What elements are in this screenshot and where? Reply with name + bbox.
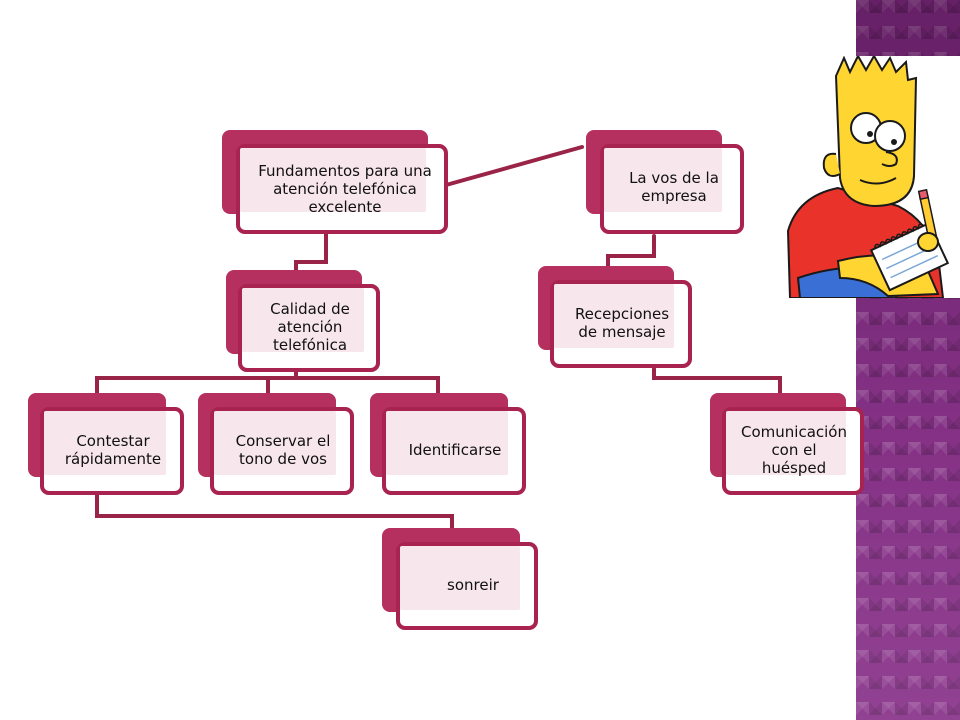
node-recepciones: Recepciones de mensaje [538, 266, 694, 370]
cartoon-eye-right [874, 120, 906, 152]
cartoon-pupil-left [867, 131, 873, 137]
node-vos-empresa-fill [604, 148, 722, 212]
node-contestar-fill [44, 411, 166, 475]
node-identificarse-label: Identificarse [408, 441, 502, 459]
node-root-label: Fundamentos para una atención telefónica… [258, 162, 432, 216]
node-root-fill [240, 148, 426, 212]
node-contestar: Contestar rápidamente [28, 393, 186, 497]
node-vos-empresa-label: La vos de la empresa [629, 169, 719, 205]
node-contestar-label: Contestar rápidamente [64, 432, 162, 468]
cartoon-mouth [859, 177, 897, 185]
node-sonreir-fill [400, 546, 520, 610]
node-root: Fundamentos para una atención telefónica… [222, 130, 450, 236]
node-conservar: Conservar el tono de vos [198, 393, 356, 497]
node-sonreir: sonreir [382, 528, 540, 632]
connector-recepciones-to-comunicacion [652, 367, 782, 395]
node-comunicacion: Comunicación con el huésped [710, 393, 866, 497]
cartoon-pupil-right [891, 139, 897, 145]
node-calidad: Calidad de atención telefónica [226, 270, 382, 374]
cartoon-boy-writing-icon [778, 53, 960, 299]
node-vos-empresa: La vos de la empresa [586, 130, 744, 236]
connector-root-to-calidad [294, 230, 328, 274]
cartoon-hand [917, 232, 939, 252]
connector-root-to-vos-empresa [444, 145, 584, 187]
node-recepciones-fill [554, 284, 674, 348]
cartoon-nose [881, 151, 898, 167]
node-identificarse-fill [386, 411, 508, 475]
node-recepciones-label: Recepciones de mensaje [574, 305, 670, 341]
cartoon-ear [822, 152, 841, 177]
node-calidad-fill [242, 288, 364, 352]
node-identificarse: Identificarse [370, 393, 528, 497]
node-sonreir-label: sonreir [447, 576, 499, 594]
connector-calidad-to-children [95, 370, 440, 395]
connector-contestar-to-sonreir [95, 485, 454, 530]
node-comunicacion-fill [726, 411, 846, 475]
node-calidad-label: Calidad de atención telefónica [270, 300, 350, 354]
node-comunicacion-label: Comunicación con el huésped [741, 423, 847, 477]
cartoon-pencil [917, 188, 938, 240]
node-conservar-fill [214, 411, 336, 475]
node-conservar-label: Conservar el tono de vos [235, 432, 331, 468]
connector-vos-to-recepciones [606, 234, 656, 268]
